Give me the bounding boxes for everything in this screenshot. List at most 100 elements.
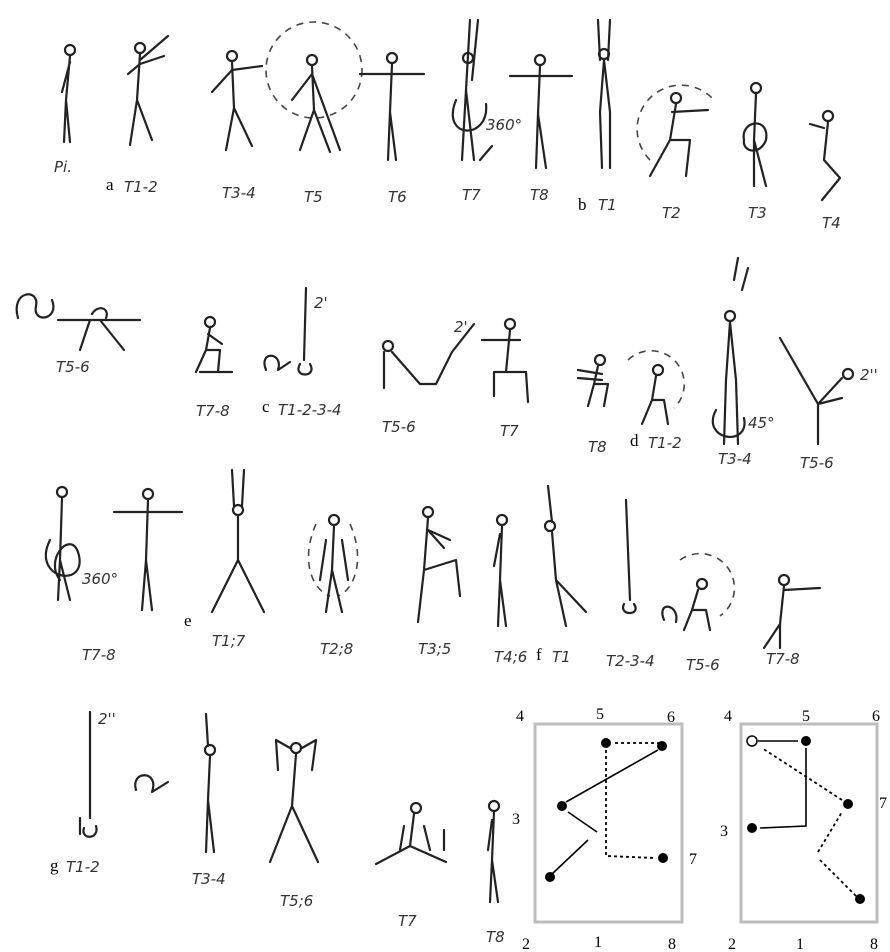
- stick-figure-t6: [360, 53, 424, 160]
- floor-left-point-3: 3: [512, 811, 520, 828]
- label-t7-8-row2: T7-8: [196, 402, 230, 420]
- label-b-t3: T3: [748, 204, 767, 222]
- section-letter-b: b: [578, 195, 587, 214]
- annotation-2-d: 2'': [860, 366, 878, 384]
- stick-figure-f-t5-6: [662, 554, 734, 630]
- stick-figure-t7: [453, 20, 492, 160]
- stick-figure-t5-6-row2: [17, 294, 140, 350]
- stick-figure-b-t3: [744, 83, 767, 186]
- floor-diagram-right: [741, 724, 877, 922]
- annotation-2-g: 2'': [98, 710, 116, 728]
- label-f-t7-8: T7-8: [766, 650, 800, 668]
- label-e-t3-5: T3;5: [418, 640, 451, 658]
- label-e-t4-6: T4;6: [494, 648, 527, 666]
- label-d-t1-2: T1-2: [648, 434, 682, 452]
- stick-figure-c-t8: [578, 355, 608, 406]
- label-d-t3-4: T3-4: [718, 450, 752, 468]
- label-t8: T8: [530, 186, 549, 204]
- section-letter-a: a: [106, 175, 114, 194]
- stick-figure-b-t2: [637, 85, 712, 176]
- label-b-t2: T2: [662, 204, 681, 222]
- floor-right-point-1: 1: [796, 936, 804, 952]
- label-b-t1: T1: [598, 196, 617, 214]
- floor-left-point-6: 6: [667, 709, 675, 726]
- label-c-t5-6: T5-6: [382, 418, 416, 436]
- floor-left-point-1: 1: [594, 934, 602, 951]
- stick-figure-g-t7: [376, 803, 446, 864]
- label-g-t3-4: T3-4: [192, 870, 226, 888]
- stick-figure-t7-8-row2: [196, 317, 232, 372]
- stick-figure-e-t2-8: [309, 515, 358, 612]
- stick-figure-d-t3-4: [713, 258, 748, 444]
- stick-figure-f-t7-8: [764, 575, 820, 648]
- floor-right-point-3: 3: [720, 823, 728, 840]
- floor-right-point-2: 2: [728, 936, 736, 952]
- floor-left-point-7: 7: [689, 851, 697, 868]
- label-t1-2: T1-2: [124, 178, 158, 196]
- stick-figure-b-t4: [810, 111, 840, 200]
- stick-figure-d-t5-6: [780, 338, 853, 444]
- stick-figure-t8: [510, 55, 572, 168]
- label-c-t7: T7: [500, 422, 519, 440]
- label-t6: T6: [388, 188, 407, 206]
- label-f-t1: T1: [552, 648, 571, 666]
- stick-figure-t8-row3: [114, 489, 182, 610]
- label-g-t1-2: T1-2: [66, 858, 100, 876]
- stick-figure-d-t1-2: [628, 351, 684, 424]
- floor-left-point-5: 5: [596, 706, 604, 723]
- floor-right-point-8: 8: [870, 936, 878, 952]
- annotation-360-row3: 360°: [82, 570, 118, 588]
- label-t7-8-row3: T7-8: [82, 646, 116, 664]
- label-t5: T5: [304, 188, 323, 206]
- annotation-2-c-t5-6: 2': [454, 318, 468, 336]
- label-f-t5-6: T5-6: [686, 656, 720, 674]
- stick-figure-t7-8-row3: [46, 487, 80, 600]
- stick-figure-g-t8: [488, 801, 499, 902]
- stick-figure-g-t1-2: [80, 712, 97, 837]
- annotation-45: 45°: [748, 414, 775, 432]
- section-letter-g: g: [50, 856, 59, 875]
- stick-figure-t5: [266, 22, 362, 152]
- floor-right-point-6: 6: [872, 708, 880, 725]
- label-e-t2-8: T2;8: [320, 640, 353, 658]
- stick-figure-e-t4-6: [494, 515, 507, 626]
- stick-figure-f-t1: [545, 486, 586, 626]
- label-d-t5-6: T5-6: [800, 454, 834, 472]
- stick-figure-c-t1-2-3-4: [264, 288, 311, 375]
- stick-figure-t1-2: [128, 36, 168, 145]
- floor-right-point-7: 7: [879, 795, 887, 812]
- floor-diagram-left: [535, 724, 682, 922]
- floor-right-point-5: 5: [802, 708, 810, 725]
- label-b-t4: T4: [822, 214, 841, 232]
- floor-left-point-2: 2: [522, 936, 530, 952]
- label-f-t2-3-4: T2-3-4: [606, 652, 655, 670]
- stick-figure-pi: [62, 45, 75, 142]
- label-g-t7: T7: [398, 912, 417, 930]
- label-c-t8: T8: [588, 438, 607, 456]
- label-e-t1-7: T1;7: [212, 632, 246, 650]
- stick-figure-e-t1-7: [212, 470, 264, 612]
- floor-left-point-8: 8: [668, 936, 676, 952]
- stick-figure-f-t2-3-4: [623, 500, 636, 613]
- stick-figure-g-t5-6: [270, 740, 318, 862]
- label-t5-6-row2: T5-6: [56, 358, 90, 376]
- annotation-360-t7: 360°: [486, 116, 522, 134]
- stick-figure-g-t1-2-spin: [135, 775, 168, 792]
- floor-right-point-4: 4: [724, 708, 732, 725]
- stick-figure-t3-4: [212, 51, 262, 150]
- label-g-t5-6: T5;6: [280, 892, 313, 910]
- section-letter-f: f: [536, 645, 542, 664]
- section-letter-d: d: [630, 431, 639, 450]
- label-c-t1-2-3-4: T1-2-3-4: [278, 401, 342, 419]
- label-t3-4: T3-4: [222, 184, 256, 202]
- stick-figure-g-t3-4: [205, 714, 215, 852]
- label-t7: T7: [462, 186, 481, 204]
- floor-left-point-4: 4: [516, 708, 524, 725]
- section-letter-e: e: [184, 611, 192, 630]
- section-letter-c: c: [262, 397, 270, 416]
- annotation-2-c: 2': [314, 294, 328, 312]
- stick-figure-b-t1: [598, 20, 610, 168]
- stick-figure-c-t7: [482, 319, 528, 402]
- label-pi: Pi.: [54, 158, 72, 176]
